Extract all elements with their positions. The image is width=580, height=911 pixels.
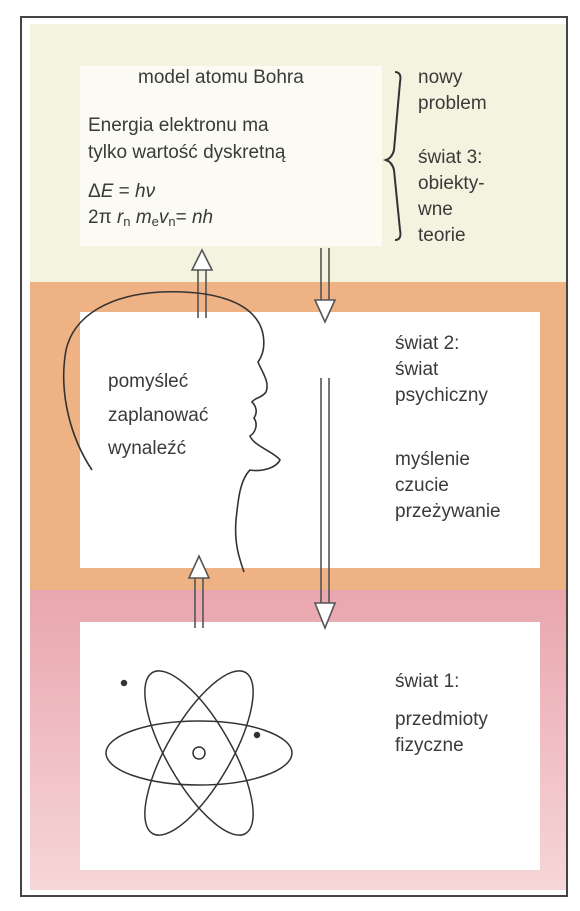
head-profile-outline: [64, 292, 280, 572]
arrow-up-to-world2: [189, 556, 209, 628]
atom-icon: [106, 656, 292, 849]
arrow-up-to-world3: [192, 250, 212, 318]
curly-brace: [386, 72, 400, 240]
arrow-down-to-world2: [315, 248, 335, 322]
arrow-down-to-world1: [315, 378, 335, 628]
